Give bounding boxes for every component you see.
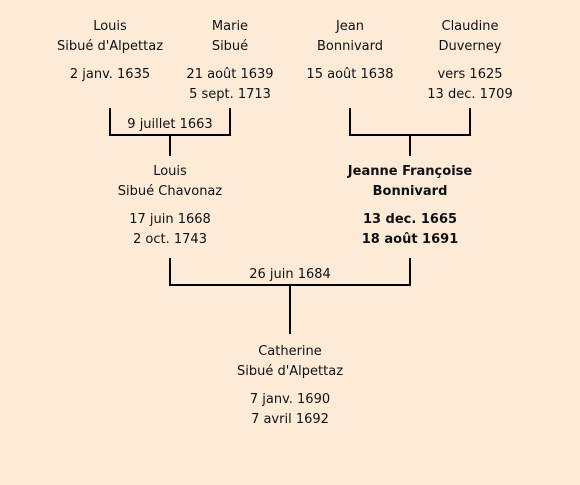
connector-line bbox=[409, 134, 411, 156]
person-death-date: 7 avril 1692 bbox=[251, 412, 329, 427]
connector-line bbox=[349, 108, 351, 136]
person-louis-sibue-chavonaz: Louis Sibué Chavonaz 17 juin 1668 2 oct.… bbox=[118, 162, 222, 250]
connector-line bbox=[169, 258, 171, 286]
person-birth-date: 21 août 1639 bbox=[186, 67, 274, 82]
person-marie-sibue: Marie Sibué 21 août 1639 5 sept. 1713 bbox=[186, 17, 273, 105]
person-first-name: Catherine bbox=[258, 344, 322, 359]
connector-line bbox=[169, 134, 171, 156]
person-last-name: Sibué bbox=[211, 39, 249, 54]
connector-line bbox=[469, 108, 471, 136]
person-birth-date: 2 janv. 1635 bbox=[69, 67, 151, 82]
person-last-name: Sibué d'Alpettaz bbox=[236, 364, 344, 379]
person-jeanne-francoise-bonnivard: Jeanne Françoise Bonnivard 13 dec. 1665 … bbox=[348, 162, 472, 250]
person-death-date: 18 août 1691 bbox=[361, 232, 459, 247]
person-catherine-sibue-dalpettaz: Catherine Sibué d'Alpettaz 7 janv. 1690 … bbox=[237, 342, 343, 430]
connector-line bbox=[289, 284, 291, 334]
person-death-date: 2 oct. 1743 bbox=[133, 232, 207, 247]
person-birth-date: 17 juin 1668 bbox=[129, 212, 211, 227]
person-first-name: Louis bbox=[153, 164, 187, 179]
person-death-date: 13 dec. 1709 bbox=[427, 87, 513, 102]
person-last-name: Bonnivard bbox=[317, 39, 383, 54]
person-birth-date: vers 1625 bbox=[437, 67, 503, 82]
person-birth-date: 7 janv. 1690 bbox=[249, 392, 331, 407]
person-first-name: Louis bbox=[93, 19, 127, 34]
person-last-name: Sibué Chavonaz bbox=[117, 184, 223, 199]
person-last-name: Bonnivard bbox=[372, 184, 448, 199]
person-last-name: Duverney bbox=[438, 39, 502, 54]
person-first-name: Jean bbox=[335, 19, 365, 34]
person-first-name: Claudine bbox=[441, 19, 499, 34]
person-birth-date: 13 dec. 1665 bbox=[362, 212, 458, 227]
person-death-date: 5 sept. 1713 bbox=[189, 87, 271, 102]
person-claudine-duverney: Claudine Duverney vers 1625 13 dec. 1709 bbox=[427, 17, 512, 105]
connector-line bbox=[109, 108, 111, 136]
marriage-date-label: 26 juin 1684 bbox=[247, 267, 333, 283]
person-louis-sibue-dalpettaz: Louis Sibué d'Alpettaz 2 janv. 1635 bbox=[57, 17, 163, 85]
marriage-date-label: 9 juillet 1663 bbox=[125, 117, 215, 133]
person-jean-bonnivard: Jean Bonnivard 15 août 1638 bbox=[306, 17, 393, 85]
connector-line bbox=[229, 108, 231, 136]
person-last-name: Sibué d'Alpettaz bbox=[56, 39, 164, 54]
person-birth-date: 15 août 1638 bbox=[306, 67, 394, 82]
person-first-name: Jeanne Françoise bbox=[347, 164, 473, 179]
connector-line bbox=[409, 258, 411, 286]
person-first-name: Marie bbox=[211, 19, 249, 34]
